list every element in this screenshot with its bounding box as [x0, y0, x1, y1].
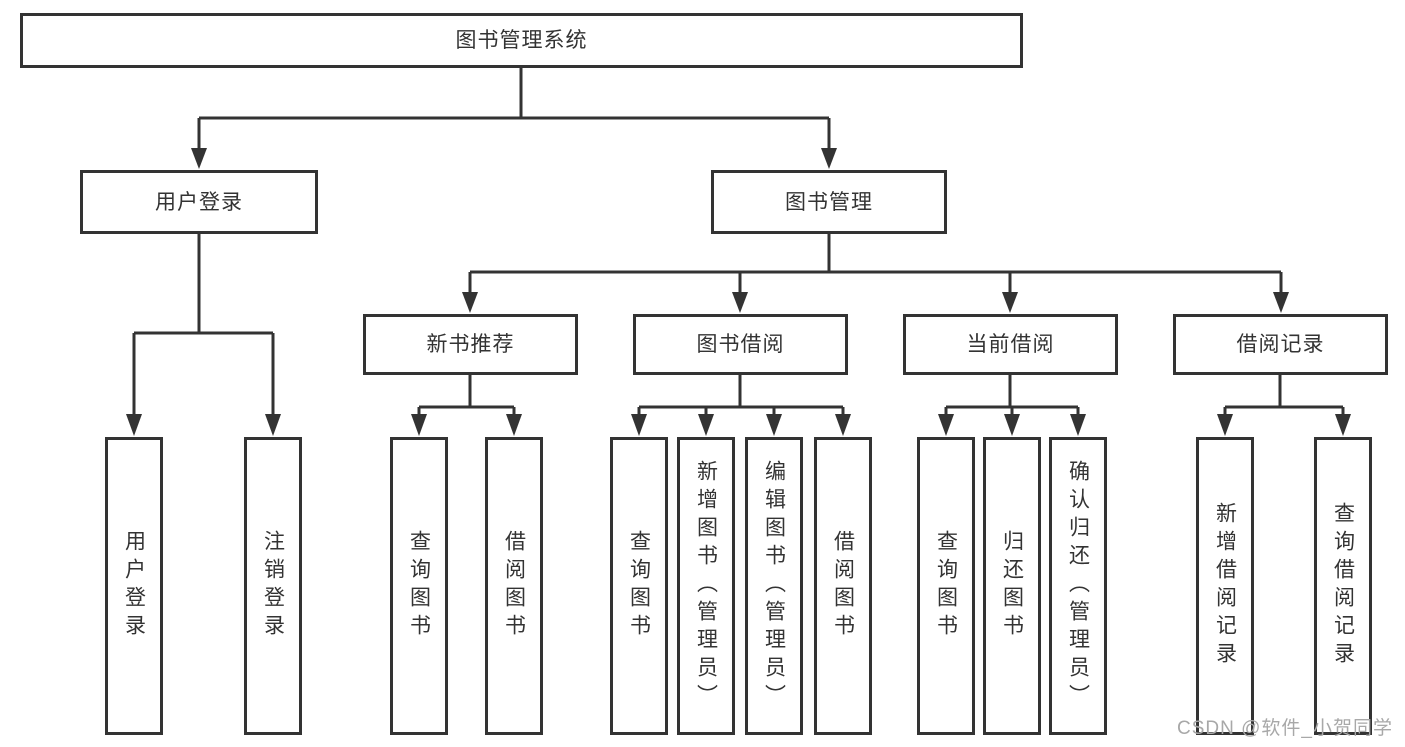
node-borrowing-records: 借阅记录	[1173, 314, 1388, 375]
leaf-return-books: 归还图书	[983, 437, 1041, 735]
leaf-search-books-recommend-label: 查询图书	[407, 530, 431, 642]
node-root-label: 图书管理系统	[455, 29, 588, 52]
leaf-borrow-books-recommend: 借阅图书	[485, 437, 543, 735]
leaf-add-books-admin: 新增图书（管理员）	[677, 437, 735, 735]
leaf-borrow-books-label: 借阅图书	[831, 530, 855, 642]
leaf-confirm-return-admin-label: 确认归还（管理员）	[1066, 460, 1090, 712]
leaf-search-borrow-record: 查询借阅记录	[1314, 437, 1372, 735]
leaf-search-books-recommend: 查询图书	[390, 437, 448, 735]
leaf-borrow-books-recommend-label: 借阅图书	[502, 530, 526, 642]
leaf-search-borrow-record-label: 查询借阅记录	[1331, 502, 1355, 670]
leaf-edit-books-admin-label: 编辑图书（管理员）	[762, 460, 786, 712]
leaf-user-login-label: 用户登录	[122, 530, 146, 642]
leaf-logout-label: 注销登录	[261, 530, 285, 642]
leaf-add-books-admin-label: 新增图书（管理员）	[694, 460, 718, 712]
leaf-add-borrow-record-label: 新增借阅记录	[1213, 502, 1237, 670]
node-borrowing-records-label: 借阅记录	[1236, 333, 1325, 356]
node-book-management-label: 图书管理	[785, 190, 873, 214]
leaf-edit-books-admin: 编辑图书（管理员）	[745, 437, 803, 735]
node-current-borrowing: 当前借阅	[903, 314, 1118, 375]
leaf-search-books-current-label: 查询图书	[934, 530, 958, 642]
leaf-user-login: 用户登录	[105, 437, 163, 735]
leaf-return-books-label: 归还图书	[1000, 530, 1024, 642]
leaf-logout: 注销登录	[244, 437, 302, 735]
node-book-borrowing: 图书借阅	[633, 314, 848, 375]
leaf-search-books-borrowing-label: 查询图书	[627, 530, 651, 642]
node-new-book-recommendation-label: 新书推荐	[426, 333, 515, 356]
leaf-confirm-return-admin: 确认归还（管理员）	[1049, 437, 1107, 735]
node-user-login-label: 用户登录	[155, 190, 243, 214]
leaf-borrow-books: 借阅图书	[814, 437, 872, 735]
leaf-search-books-borrowing: 查询图书	[610, 437, 668, 735]
node-new-book-recommendation: 新书推荐	[363, 314, 578, 375]
node-book-borrowing-label: 图书借阅	[696, 333, 785, 356]
node-book-management: 图书管理	[711, 170, 947, 234]
watermark: CSDN @软件_小贺同学	[1177, 718, 1393, 739]
node-root: 图书管理系统	[20, 13, 1023, 68]
node-user-login: 用户登录	[80, 170, 318, 234]
leaf-add-borrow-record: 新增借阅记录	[1196, 437, 1254, 735]
node-current-borrowing-label: 当前借阅	[966, 333, 1055, 356]
leaf-search-books-current: 查询图书	[917, 437, 975, 735]
